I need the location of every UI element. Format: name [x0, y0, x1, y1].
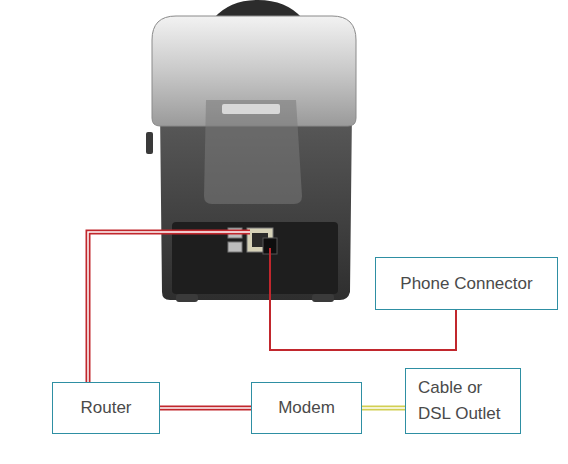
side-button [146, 132, 153, 154]
device-box: Router [52, 382, 160, 434]
cable-line [160, 406, 251, 411]
device-box: Modem [251, 382, 362, 434]
cable-line [362, 406, 405, 411]
cable-connector [160, 408, 251, 409]
foot [312, 294, 334, 302]
foot [176, 294, 198, 302]
cable-line [362, 407, 405, 409]
ethernet-cable-gap [88, 232, 250, 382]
box-label: Modem [278, 395, 335, 421]
usb-port [228, 242, 242, 252]
box-label: Router [80, 395, 131, 421]
ethernet-cable [88, 232, 250, 382]
box-label: Phone Connector [400, 271, 532, 297]
top-knob [214, 0, 302, 18]
connector-box: Phone Connector [375, 257, 558, 310]
hinge [222, 104, 280, 114]
rear-flap [204, 100, 302, 204]
terminal-cover [152, 16, 356, 126]
box-label: Cable or DSL Outlet [418, 375, 510, 427]
cable-connector [362, 408, 405, 409]
cable-line [160, 407, 251, 409]
outlet-box: Cable or DSL Outlet [405, 368, 521, 434]
